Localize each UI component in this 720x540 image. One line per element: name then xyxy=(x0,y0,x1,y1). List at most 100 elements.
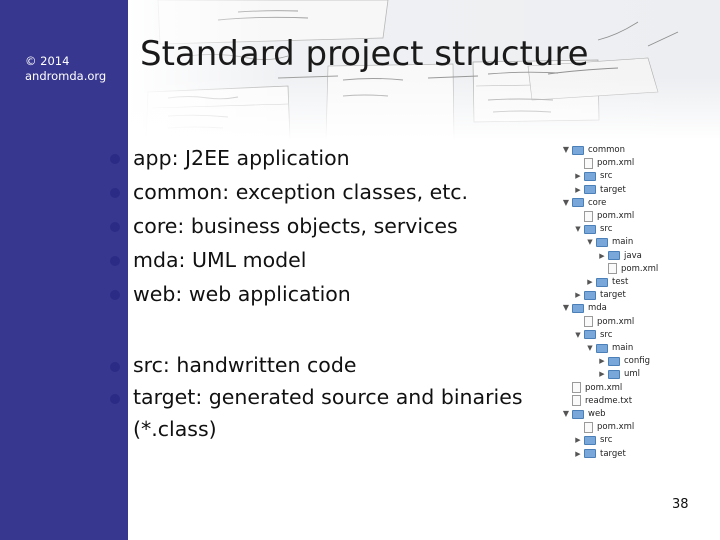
bullet-item: mda: UML model xyxy=(110,243,550,277)
arrow-spacer xyxy=(572,316,584,328)
tree-item-label: java xyxy=(624,250,642,261)
tree-item-src[interactable]: ▶ src xyxy=(572,434,612,446)
tree-item-test[interactable]: ▶ test xyxy=(584,276,628,288)
uml-diagram-background-image xyxy=(128,0,720,140)
expanded-arrow-icon[interactable]: ▼ xyxy=(562,197,570,207)
expanded-arrow-icon[interactable]: ▼ xyxy=(587,344,593,352)
collapsed-arrow-icon[interactable]: ▶ xyxy=(587,278,593,286)
sidebar: © 2014 andromda.org xyxy=(0,0,128,540)
expanded-arrow-icon[interactable]: ▼ xyxy=(575,330,581,339)
bullet-item: app: J2EE application xyxy=(110,141,550,175)
bullet-item: web: web application xyxy=(110,277,550,311)
bullet-dot xyxy=(110,290,120,300)
tree-item-label: pom.xml xyxy=(597,211,635,221)
tree-item-pom-xml[interactable]: pom.xml xyxy=(572,157,634,169)
folder-icon xyxy=(584,290,596,300)
tree-item-label: target xyxy=(600,184,626,195)
folder-bullet-list: src: handwritten code target: generated … xyxy=(110,349,550,445)
folder-icon xyxy=(572,145,584,155)
tree-item-pom-xml[interactable]: pom.xml xyxy=(560,382,622,394)
arrow-spacer xyxy=(560,382,572,394)
folder-icon xyxy=(608,356,620,366)
tree-item-src[interactable]: ▶src xyxy=(572,170,612,182)
tree-item-label: test xyxy=(612,277,629,287)
collapsed-arrow-icon[interactable]: ▶ xyxy=(575,291,581,300)
copyright-year: © 2014 xyxy=(25,54,70,68)
tree-item-target[interactable]: ▶ target xyxy=(572,289,626,301)
tree-item-target[interactable]: ▶ target xyxy=(572,448,626,460)
collapsed-arrow-icon[interactable]: ▶ xyxy=(599,357,605,366)
tree-item-src[interactable]: ▼src xyxy=(572,223,612,235)
collapsed-arrow-icon[interactable]: ▶ xyxy=(599,370,605,379)
collapsed-arrow-icon[interactable]: ▶ xyxy=(575,172,581,181)
tree-item-core[interactable]: ▼ core xyxy=(560,197,607,209)
folder-icon xyxy=(596,237,608,247)
bullet-dot xyxy=(110,256,120,266)
tree-item-label: target xyxy=(600,290,626,301)
arrow-spacer xyxy=(560,395,572,407)
folder-icon xyxy=(584,171,596,181)
tree-item-pom-xml[interactable]: pom.xml xyxy=(572,210,634,222)
bullet-dot xyxy=(110,188,120,198)
tree-item-uml[interactable]: ▶uml xyxy=(596,368,640,380)
tree-item-web[interactable]: ▼web xyxy=(560,408,606,420)
bullet-item: core: business objects, services xyxy=(110,209,550,243)
expanded-arrow-icon[interactable]: ▼ xyxy=(587,238,593,247)
folder-icon xyxy=(572,198,584,208)
tree-item-label: pom.xml xyxy=(621,263,659,274)
tree-item-pom-xml[interactable]: pom.xml xyxy=(572,316,634,328)
tree-item-src[interactable]: ▼src xyxy=(572,329,612,341)
tree-item-label: pom.xml xyxy=(597,316,635,327)
folder-icon xyxy=(608,369,620,379)
tree-item-mda[interactable]: ▼mda xyxy=(560,302,607,314)
tree-item-label: main xyxy=(612,343,634,353)
arrow-spacer xyxy=(572,157,584,169)
tree-item-label: readme.txt xyxy=(585,395,633,406)
collapsed-arrow-icon[interactable]: ▶ xyxy=(575,449,581,458)
tree-item-common[interactable]: ▼ common xyxy=(560,144,625,156)
expanded-arrow-icon[interactable]: ▼ xyxy=(562,303,570,313)
file-icon xyxy=(608,263,617,275)
folder-icon xyxy=(572,303,584,313)
file-icon xyxy=(584,316,593,328)
tree-item-label: src xyxy=(600,435,613,446)
expanded-arrow-icon[interactable]: ▼ xyxy=(562,145,570,154)
tree-item-label: common xyxy=(588,145,626,155)
bullet-item: common: exception classes, etc. xyxy=(110,175,550,209)
tree-item-pom-xml[interactable]: pom.xml xyxy=(572,421,634,433)
slide-title: Standard project structure xyxy=(140,34,589,74)
tree-item-pom-xml[interactable]: pom.xml xyxy=(596,263,658,275)
folder-icon xyxy=(584,330,596,340)
folder-icon xyxy=(608,251,620,261)
folder-icon xyxy=(596,277,608,287)
tree-item-label: target xyxy=(600,448,626,459)
bullet-dot xyxy=(110,362,120,372)
tree-item-config[interactable]: ▶ config xyxy=(596,355,650,367)
bullet-item: target: generated source and binaries (*… xyxy=(110,381,550,445)
file-icon xyxy=(572,395,581,407)
folder-icon xyxy=(584,185,596,195)
expanded-arrow-icon[interactable]: ▼ xyxy=(575,225,581,234)
tree-item-label: pom.xml xyxy=(585,382,623,393)
module-bullet-list: app: J2EE application common: exception … xyxy=(110,141,550,311)
bullet-dot xyxy=(110,394,120,404)
tree-item-label: core xyxy=(588,197,607,208)
tree-item-label: config xyxy=(624,356,651,367)
tree-item-readme-txt[interactable]: readme.txt xyxy=(560,395,632,407)
folder-icon xyxy=(584,449,596,459)
folder-icon xyxy=(572,409,584,419)
arrow-spacer xyxy=(596,263,608,275)
collapsed-arrow-icon[interactable]: ▶ xyxy=(575,185,581,194)
tree-item-label: main xyxy=(612,237,634,248)
file-icon xyxy=(584,421,593,433)
collapsed-arrow-icon[interactable]: ▶ xyxy=(575,436,581,445)
uml-sketch-graphic xyxy=(128,0,720,140)
tree-item-java[interactable]: ▶ java xyxy=(596,250,642,262)
tree-item-main[interactable]: ▼ main xyxy=(584,342,633,354)
tree-item-target[interactable]: ▶ target xyxy=(572,184,626,196)
tree-item-main[interactable]: ▼ main xyxy=(584,236,633,248)
file-icon xyxy=(584,157,593,169)
page-number: 38 xyxy=(672,497,689,512)
expanded-arrow-icon[interactable]: ▼ xyxy=(562,409,570,418)
collapsed-arrow-icon[interactable]: ▶ xyxy=(599,251,605,260)
